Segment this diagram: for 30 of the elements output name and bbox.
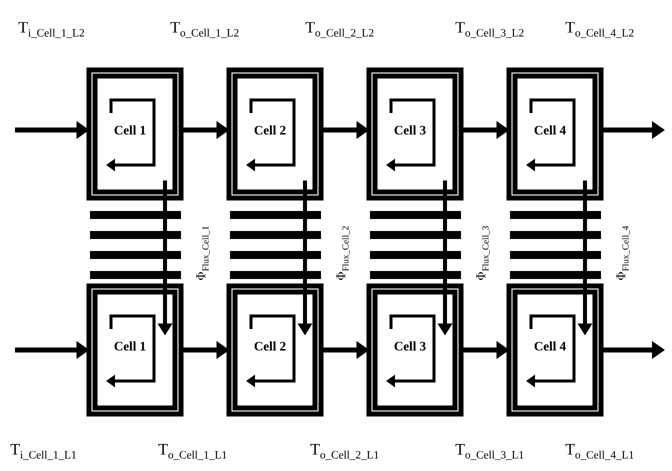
- cell-box: [86, 284, 184, 416]
- temperature-label: T$_{o_Cell_4_L1}$: [565, 444, 634, 460]
- cell-box: [86, 68, 184, 200]
- cell-label: Cell 3: [394, 341, 426, 351]
- temperature-label: T$_{o_Cell_1_L2}$: [170, 22, 238, 38]
- edge-label: $\Phi_{\mathrm{Flux\_Cell\_2}}$: [336, 226, 350, 280]
- temperature-label: T$_{o_Cell_2_L2}$: [305, 22, 374, 38]
- temperature-label: T$_{o_Cell_3_L1}$: [455, 444, 524, 460]
- cell-label: Cell 2: [254, 341, 286, 351]
- temperature-label: T$_{i_Cell_1_L1}$: [10, 444, 76, 460]
- cell-box: [226, 284, 324, 416]
- cell-box: [506, 284, 604, 416]
- cell-label: Cell 1: [114, 341, 146, 351]
- edge-label: $\Phi_{\mathrm{Flux\_Cell\_3}}$: [476, 226, 490, 280]
- cell-box: [506, 68, 604, 200]
- temperature-label: T$_{o_Cell_3_L2}$: [455, 22, 524, 38]
- edge-label: $\Phi_{\mathrm{Flux\_Cell\_4}}$: [616, 226, 630, 280]
- temperature-label: T$_{o_Cell_4_L2}$: [565, 22, 634, 38]
- temperature-label: T$_{i_Cell_1_L2}$: [18, 22, 84, 38]
- cell-box: [366, 284, 464, 416]
- cell-label: Cell 2: [254, 125, 286, 135]
- temperature-label: T$_{o_Cell_2_L1}$: [310, 444, 378, 460]
- temperature-label: T$_{o_Cell_1_L1}$: [158, 444, 226, 460]
- cell-label: Cell 4: [534, 341, 566, 351]
- cell-label: Cell 3: [394, 125, 426, 135]
- cell-box: [226, 68, 324, 200]
- edge-label: $\Phi_{\mathrm{Flux\_Cell\_1}}$: [196, 226, 210, 280]
- cell-label: Cell 4: [534, 125, 566, 135]
- cell-box: [366, 68, 464, 200]
- cell-label: Cell 1: [114, 125, 146, 135]
